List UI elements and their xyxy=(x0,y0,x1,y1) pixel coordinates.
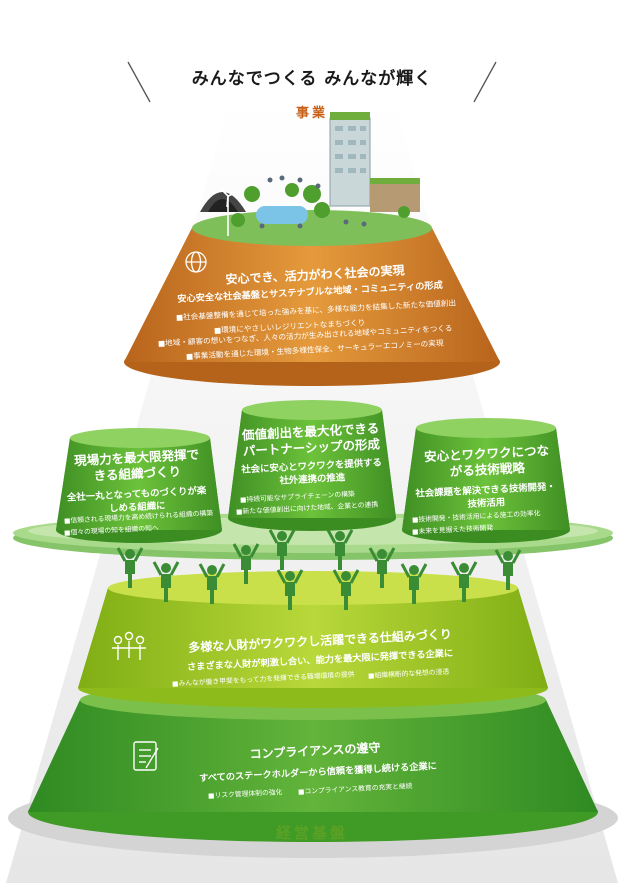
building-tower xyxy=(329,117,371,207)
pillar-1-title: 現場力を最大限発揮できる組織づくり xyxy=(73,446,200,484)
headline-slash-right xyxy=(473,61,497,103)
document-icon xyxy=(133,741,159,771)
figure xyxy=(232,543,260,584)
figure xyxy=(268,529,296,570)
headline: みんなでつくる みんなが輝く xyxy=(191,69,433,89)
globe-icon xyxy=(185,251,207,273)
crowd xyxy=(259,175,367,229)
figure xyxy=(152,561,180,602)
wind-turbine xyxy=(219,187,239,236)
pillar-3-title: 安心とワクワクにつながる技術戦略 xyxy=(423,442,550,479)
top-label: 事業 xyxy=(295,106,328,121)
pond xyxy=(256,206,308,224)
city-illustration xyxy=(200,112,420,236)
figure xyxy=(494,549,522,590)
headline-slash-left xyxy=(127,61,151,103)
human-figures xyxy=(116,529,522,610)
pillar-3-shape xyxy=(402,418,570,543)
figure xyxy=(116,547,144,588)
figure xyxy=(368,547,396,588)
pillar-1-shape xyxy=(56,428,222,543)
bottom-label: 経営基盤 xyxy=(275,824,348,842)
figure xyxy=(326,529,354,570)
figure xyxy=(450,561,478,602)
figure xyxy=(332,569,360,610)
figure xyxy=(276,569,304,610)
people-icon xyxy=(112,631,146,660)
trees xyxy=(231,183,410,227)
figure xyxy=(400,563,428,604)
building-low xyxy=(370,182,420,212)
figure xyxy=(198,563,226,604)
